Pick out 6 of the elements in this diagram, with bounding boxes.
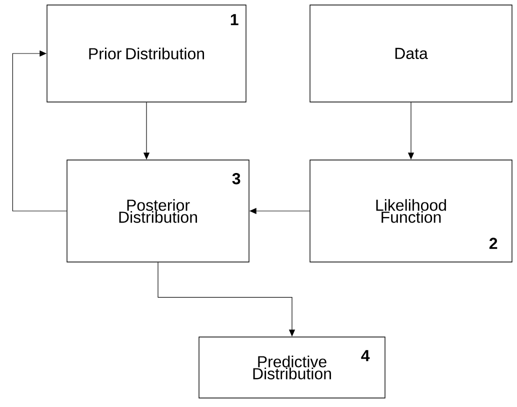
process-box: Data [310,4,512,102]
box-number: 3 [232,172,240,184]
box-number: 4 [361,350,370,362]
box-number: 2 [489,238,498,249]
box-number: 1 [230,14,238,26]
arrow [12,50,67,212]
